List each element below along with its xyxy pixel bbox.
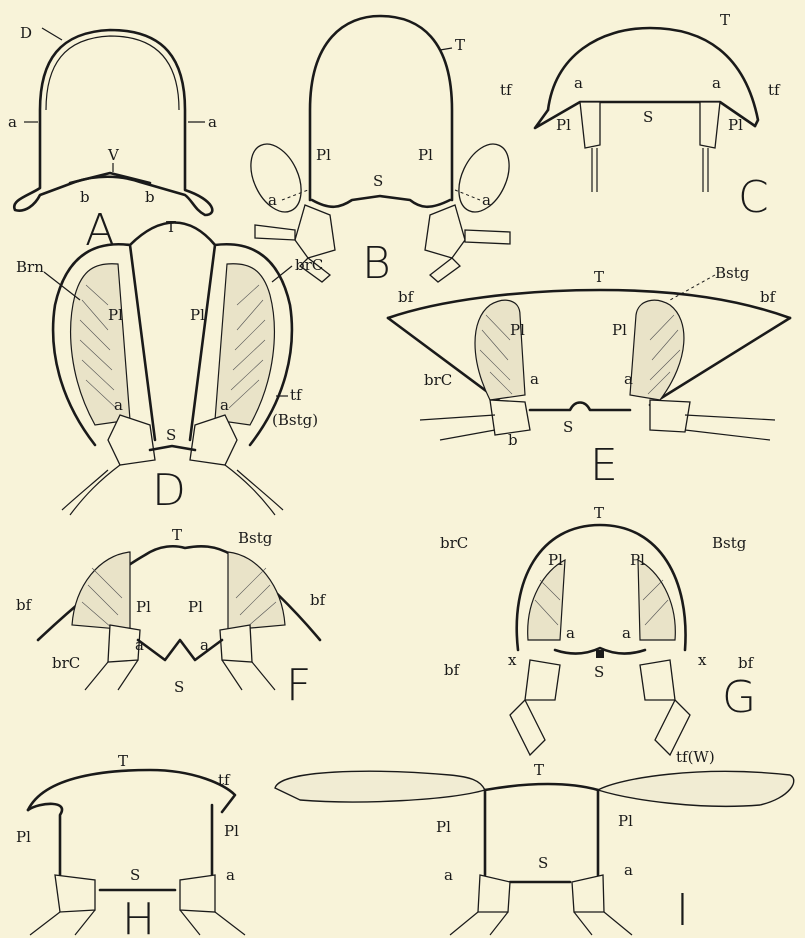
panel-letter-c: C <box>738 172 769 223</box>
label-d-Bstg: (Bstg) <box>272 411 318 429</box>
label-e-a-left: a <box>530 370 539 388</box>
label-i-a-right: a <box>624 861 633 879</box>
panel-c: T tf tf a a Pl Pl S C <box>500 11 781 223</box>
panel-letter-f: F <box>286 660 311 711</box>
label-a-D: D <box>20 24 32 42</box>
label-g-bf-right: bf <box>738 654 755 672</box>
label-f-Pl-right: Pl <box>188 598 203 616</box>
label-d-a-right: a <box>220 396 229 414</box>
label-c-a-right: a <box>712 74 721 92</box>
label-g-Bstg: Bstg <box>712 534 747 552</box>
label-e-b: b <box>508 431 518 449</box>
label-g-x-right: x <box>698 651 707 669</box>
label-d-a-left: a <box>114 396 123 414</box>
label-g-a-right: a <box>622 624 631 642</box>
label-a-V: V <box>107 146 120 164</box>
label-f-bf-right: bf <box>310 591 327 609</box>
label-c-Pl-left: Pl <box>556 116 571 134</box>
label-a-b-right: b <box>145 188 155 206</box>
label-f-brC: brC <box>52 654 80 672</box>
label-h-T: T <box>118 752 128 770</box>
label-f-Pl-left: Pl <box>136 598 151 616</box>
panel-b: T Pl Pl a a S B <box>241 16 519 289</box>
label-i-Pl-left: Pl <box>436 818 451 836</box>
label-b-T: T <box>455 36 465 54</box>
panel-e: T Bstg bf bf Pl Pl brC a a S b E <box>388 264 790 491</box>
label-b-S: S <box>373 172 383 190</box>
label-a-b-left: b <box>80 188 90 206</box>
label-g-T: T <box>594 504 604 522</box>
label-e-brC: brC <box>424 371 452 389</box>
panel-letter-h: H <box>122 894 155 938</box>
panel-a: D a a V b b A <box>8 24 217 256</box>
label-i-S: S <box>538 854 548 872</box>
label-d-tf: tf <box>290 386 303 404</box>
label-f-bf-left: bf <box>16 596 33 614</box>
label-b-Pl-right: Pl <box>418 146 433 164</box>
label-e-a-right: a <box>624 370 633 388</box>
panel-h: T tf Pl Pl S a H <box>16 752 245 938</box>
label-d-Brn: Brn <box>16 258 44 276</box>
panel-d: T Brn brC Pl Pl a a tf (Bstg) S D <box>16 218 323 516</box>
panel-letter-d: D <box>152 465 186 516</box>
panel-g: T Bstg brC Pl Pl a a bf bf x x S G <box>440 504 756 755</box>
label-d-S: S <box>166 426 176 444</box>
label-g-S: S <box>594 663 604 681</box>
label-e-Pl-left: Pl <box>510 321 525 339</box>
label-h-tf: tf <box>218 771 231 789</box>
label-c-tf-right: tf <box>768 81 781 99</box>
label-h-S: S <box>130 866 140 884</box>
panel-i: T tf(W) Pl Pl a a S I <box>275 748 794 936</box>
label-e-bf-left: bf <box>398 288 415 306</box>
panel-letter-g: G <box>722 672 756 723</box>
label-i-Pl-right: Pl <box>618 812 633 830</box>
label-g-Pl-right: Pl <box>630 551 645 569</box>
label-e-S: S <box>563 418 573 436</box>
label-e-T: T <box>594 268 604 286</box>
label-c-Pl-right: Pl <box>728 116 743 134</box>
label-e-Pl-right: Pl <box>612 321 627 339</box>
label-b-a-left: a <box>268 191 277 209</box>
label-c-tf-left: tf <box>500 81 513 99</box>
label-f-S: S <box>174 678 184 696</box>
panel-letter-e: E <box>590 440 618 491</box>
label-d-brC: brC <box>295 256 323 274</box>
label-b-Pl-left: Pl <box>316 146 331 164</box>
label-c-S: S <box>643 108 653 126</box>
panel-letter-b: B <box>362 238 391 289</box>
label-a-a-left: a <box>8 113 17 131</box>
panel-letter-a: A <box>85 205 115 256</box>
label-h-a: a <box>226 866 235 884</box>
label-g-brC: brC <box>440 534 468 552</box>
label-d-Pl-right: Pl <box>190 306 205 324</box>
label-g-x-left: x <box>508 651 517 669</box>
label-i-tfW: tf(W) <box>676 748 715 766</box>
label-f-a-right: a <box>200 636 209 654</box>
label-h-Pl-right: Pl <box>224 822 239 840</box>
label-f-Bstg: Bstg <box>238 529 273 547</box>
label-e-bf-right: bf <box>760 288 777 306</box>
label-c-T: T <box>720 11 730 29</box>
label-i-a-left: a <box>444 866 453 884</box>
panel-letter-i: I <box>676 885 689 936</box>
label-g-bf-left: bf <box>444 661 461 679</box>
label-d-T: T <box>166 218 176 236</box>
label-a-a-right: a <box>208 113 217 131</box>
label-g-Pl-left: Pl <box>548 551 563 569</box>
label-f-a-left: a <box>135 636 144 654</box>
label-i-T: T <box>534 761 544 779</box>
label-g-a-left: a <box>566 624 575 642</box>
label-b-a-right: a <box>482 191 491 209</box>
label-d-Pl-left: Pl <box>108 306 123 324</box>
panel-f: T Bstg bf bf Pl Pl brC a a S F <box>16 526 327 711</box>
label-h-Pl-left: Pl <box>16 828 31 846</box>
label-e-Bstg: Bstg <box>715 264 750 282</box>
label-c-a-left: a <box>574 74 583 92</box>
label-f-T: T <box>172 526 182 544</box>
